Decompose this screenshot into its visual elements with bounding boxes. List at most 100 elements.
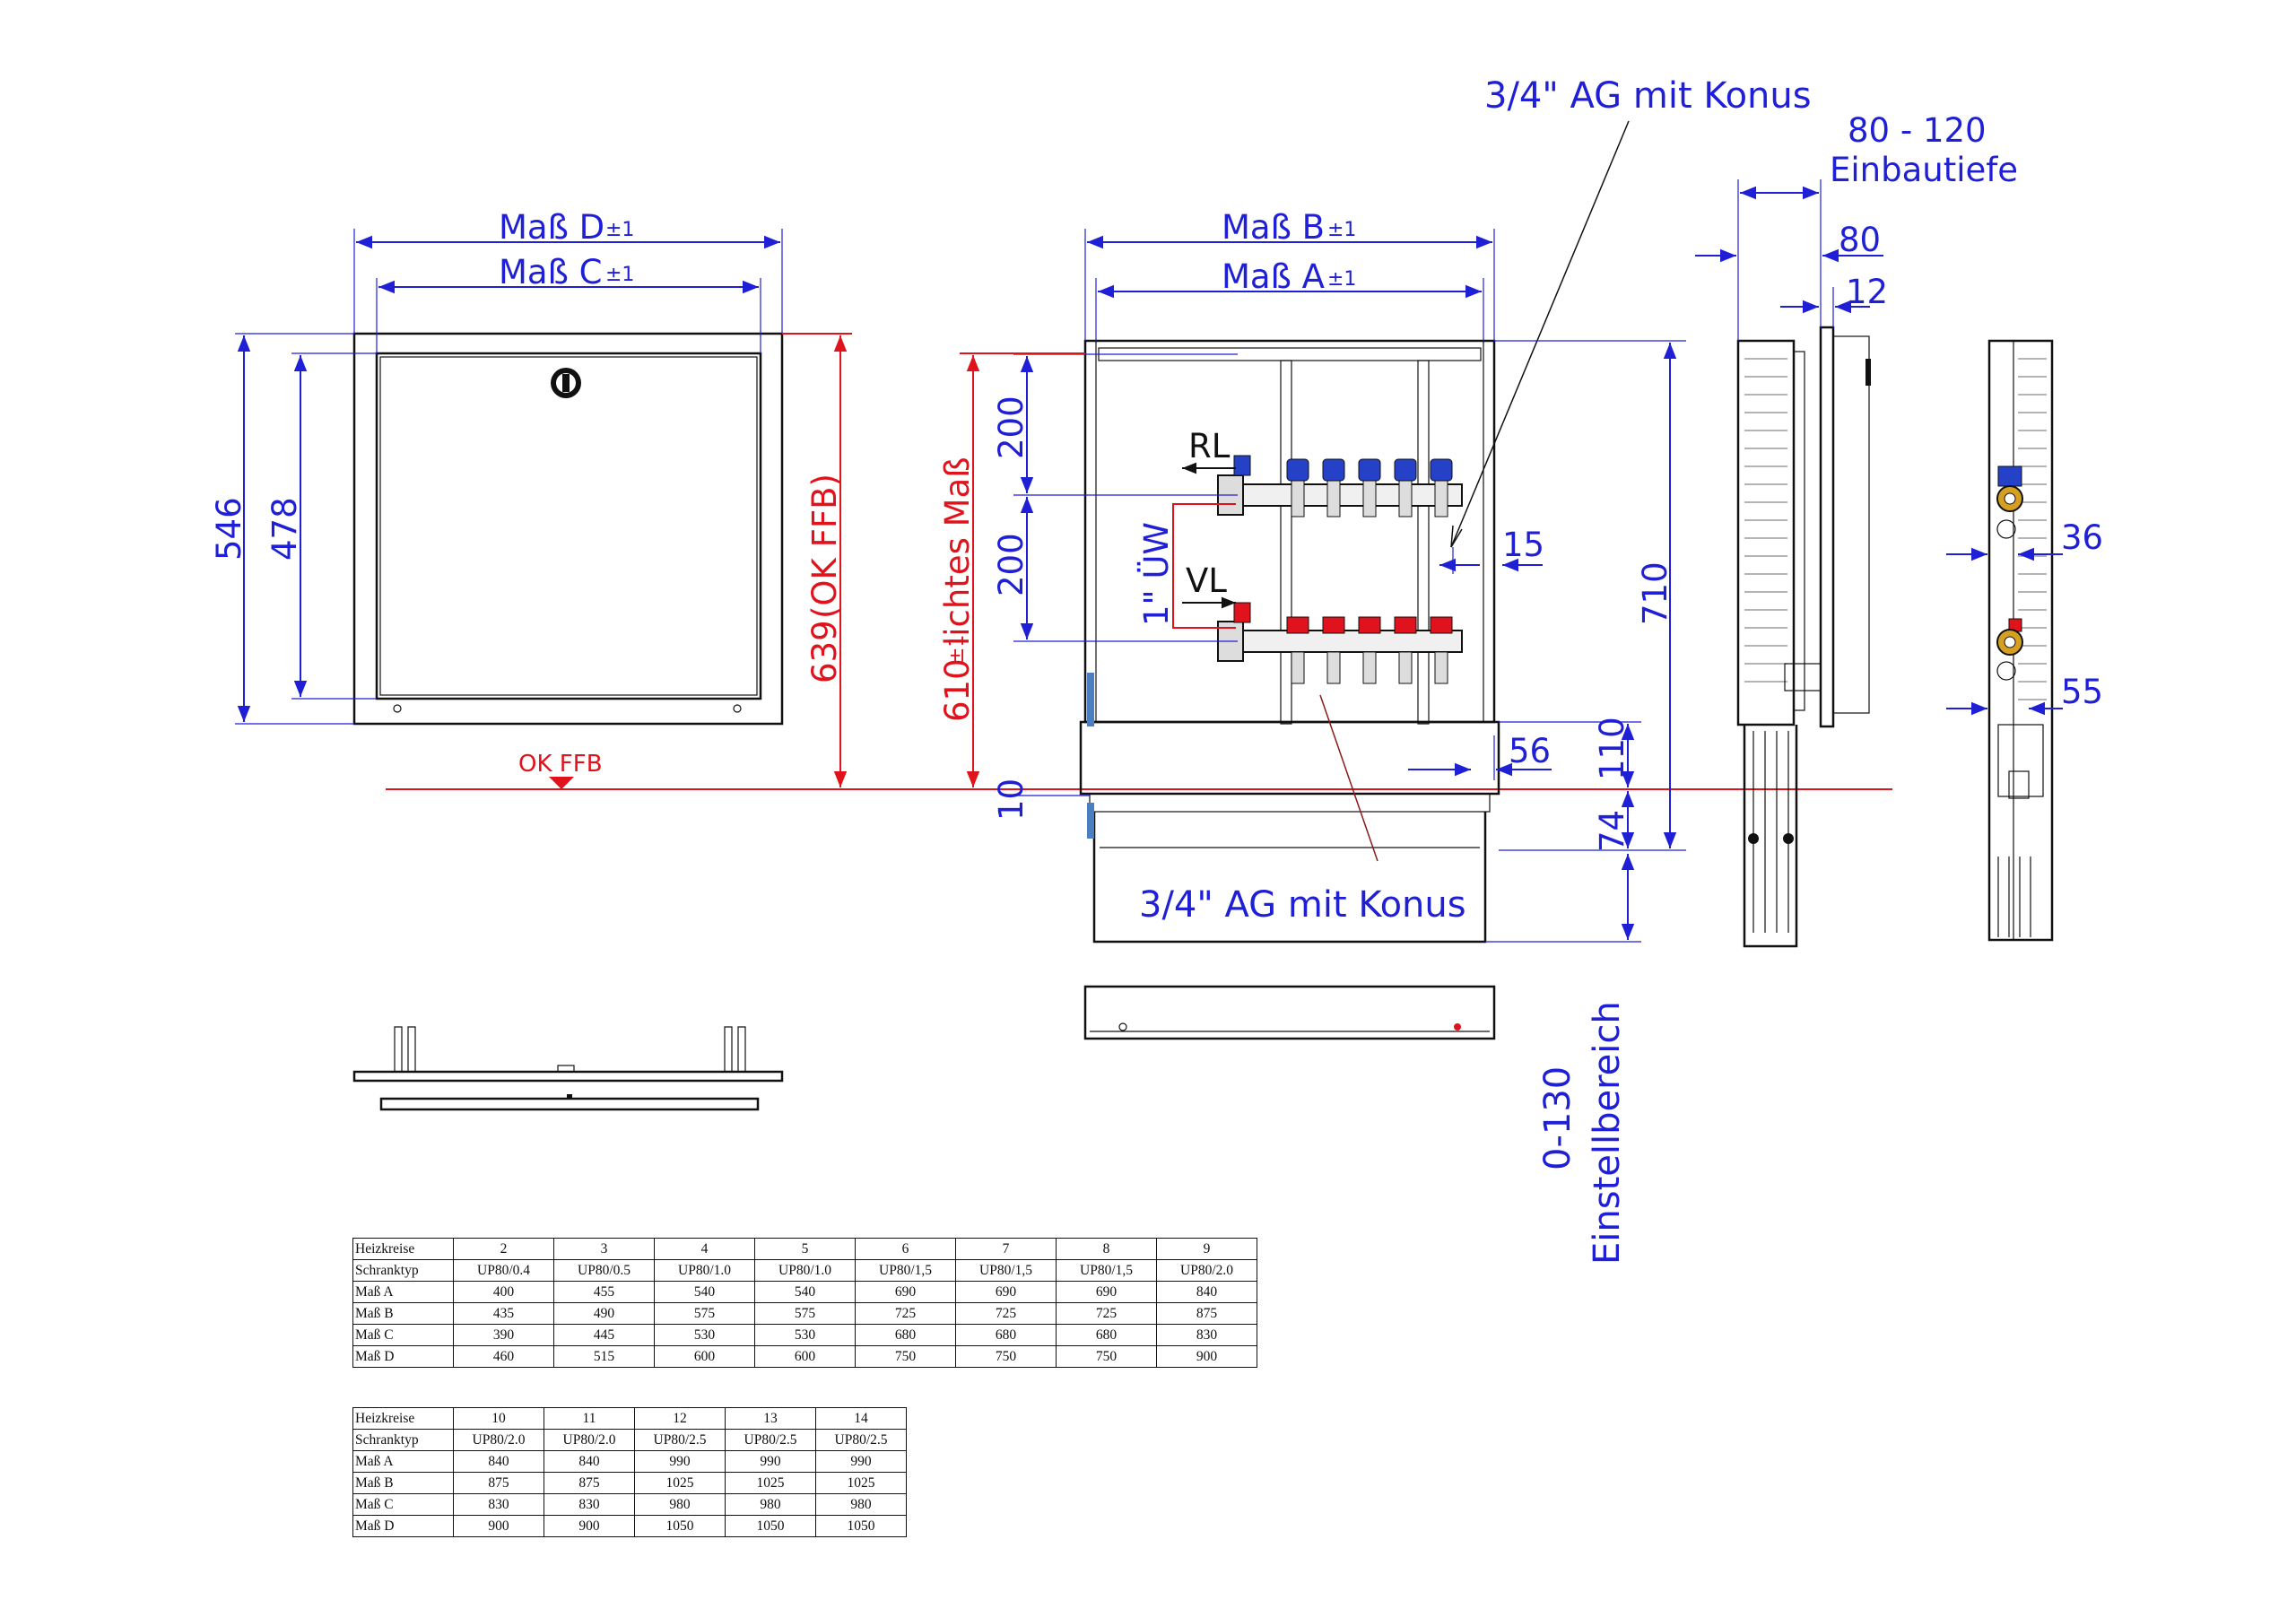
table-cell: 515	[553, 1345, 655, 1368]
table-cell: 13	[725, 1407, 816, 1430]
dim-12: 12	[1846, 273, 1888, 311]
table-cell: 5	[754, 1238, 856, 1260]
table-cell: 830	[544, 1493, 635, 1516]
table-cell: UP80/2.5	[725, 1429, 816, 1451]
row-header: Maß C	[352, 1324, 454, 1346]
side-view-2: 36 55	[1946, 339, 2103, 942]
table-cell: 725	[1056, 1302, 1157, 1325]
supply-valve-2	[1322, 616, 1345, 684]
table-cell: UP80/1.0	[754, 1259, 856, 1282]
return-valve-3	[1358, 458, 1381, 517]
ok-ffb-paren: (OK FFB)	[805, 474, 844, 619]
door-panel	[375, 352, 762, 700]
dim-639: 639	[805, 620, 844, 683]
table-cell: 575	[754, 1302, 856, 1325]
table-cell: UP80/0.5	[553, 1259, 655, 1282]
table-cell: 12	[634, 1407, 726, 1430]
table-cell: UP80/1,5	[1056, 1259, 1157, 1282]
dim-56: 56	[1509, 732, 1551, 770]
table-cell: 875	[544, 1472, 635, 1494]
door-frame	[352, 332, 784, 726]
table-cell: 1025	[634, 1472, 726, 1494]
dim-610: 610	[938, 658, 977, 722]
door-lock-icon	[551, 368, 581, 398]
dim-80: 80	[1839, 221, 1881, 259]
table-cell: 840	[544, 1450, 635, 1473]
vl-label: VL	[1186, 561, 1227, 600]
lichtes-mass-label: lichtes Maß	[938, 457, 977, 646]
return-valve-5	[1430, 458, 1453, 517]
table-cell: 540	[754, 1281, 856, 1303]
dim-200-top: 200	[992, 396, 1031, 459]
table-cell: 9	[1156, 1238, 1257, 1260]
supply-manifold-bar	[1237, 630, 1463, 653]
mass-b-tolerance: ±1	[1327, 219, 1356, 241]
table-cell: 6	[855, 1238, 956, 1260]
adjustable-foot-panel	[1089, 793, 1491, 813]
table-cell: 990	[634, 1450, 726, 1473]
mass-b-label: Maß B	[1222, 208, 1325, 247]
mass-a-label: Maß A	[1222, 257, 1325, 296]
mass-a-tolerance: ±1	[1327, 268, 1356, 291]
table-cell: 690	[855, 1281, 956, 1303]
table-cell: 990	[725, 1450, 816, 1473]
table-cell: 575	[654, 1302, 755, 1325]
table-cell: 875	[453, 1472, 544, 1494]
return-valve-4	[1394, 458, 1417, 517]
table-cell: 530	[754, 1324, 856, 1346]
mass-c-tolerance: ±1	[605, 264, 634, 286]
side-view-1: 80 - 120 Einbautiefe 80 12	[1695, 111, 2018, 948]
dim-110: 110	[1593, 717, 1631, 780]
table-cell: 900	[1156, 1345, 1257, 1368]
supply-valve-3	[1358, 616, 1381, 684]
table-cell: UP80/2.5	[815, 1429, 907, 1451]
row-header: Maß B	[352, 1302, 454, 1325]
supply-valve-4	[1394, 616, 1417, 684]
table-cell: 490	[553, 1302, 655, 1325]
row-header: Maß D	[352, 1515, 454, 1537]
dim-478: 478	[265, 497, 304, 561]
table-cell: 990	[815, 1450, 907, 1473]
table-cell: UP80/2.0	[453, 1429, 544, 1451]
table-cell: 725	[855, 1302, 956, 1325]
mass-c-label: Maß C	[499, 253, 603, 291]
dim-10: 10	[992, 778, 1031, 821]
table-cell: 600	[654, 1345, 755, 1368]
return-valve-2	[1322, 458, 1345, 517]
table-cell: 750	[955, 1345, 1057, 1368]
row-header: Maß A	[352, 1281, 454, 1303]
rl-label: RL	[1188, 427, 1231, 465]
table-cell: 680	[855, 1324, 956, 1346]
table-cell: 840	[453, 1450, 544, 1473]
table-cell: 460	[453, 1345, 554, 1368]
table-cell: 10	[453, 1407, 544, 1430]
front-view: Maß D ±1 Maß C ±1 546 478 639 (OK FFB) O…	[210, 208, 1892, 790]
uew-label: 1" ÜW	[1137, 522, 1176, 626]
floor-marker-icon	[549, 777, 574, 789]
table-cell: 900	[453, 1515, 544, 1537]
row-header: Maß A	[352, 1450, 454, 1473]
table-cell: UP80/1,5	[855, 1259, 956, 1282]
row-header: Schranktyp	[352, 1429, 454, 1451]
return-valve-side-icon	[1996, 465, 2023, 539]
table-cell: 540	[654, 1281, 755, 1303]
dim-15: 15	[1502, 526, 1544, 564]
table-cell: 875	[1156, 1302, 1257, 1325]
return-valve-1	[1286, 458, 1309, 517]
table-cell: 7	[955, 1238, 1057, 1260]
einstell-range: 0-130	[1537, 1066, 1578, 1170]
table-cell: UP80/1.0	[654, 1259, 755, 1282]
table-cell: 830	[453, 1493, 544, 1516]
table-cell: 1025	[815, 1472, 907, 1494]
